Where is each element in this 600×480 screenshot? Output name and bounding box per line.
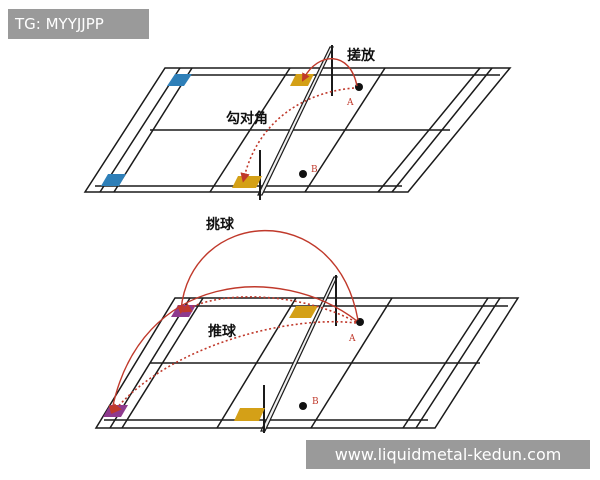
top-net bbox=[257, 45, 334, 200]
bottom-point-b-label: B bbox=[312, 397, 319, 407]
bottom-zone-yellow-front bbox=[234, 408, 265, 421]
bottom-trajectory-push-cross bbox=[111, 320, 357, 414]
bottom-trajectory-lift-high bbox=[177, 229, 359, 321]
top-zone-blue-back bbox=[167, 74, 192, 86]
top-label-net-shot: 搓放 bbox=[347, 47, 376, 64]
top-trajectory-net-shot bbox=[302, 58, 358, 87]
bottom-label-push: 推球 bbox=[208, 323, 237, 340]
bottom-zone-purple-front bbox=[103, 405, 128, 417]
top-trajectory-cross bbox=[240, 87, 355, 183]
top-zone-blue-front bbox=[101, 174, 126, 186]
bottom-zone-yellow-back bbox=[289, 306, 318, 318]
top-label-cross: 勾对角 bbox=[226, 110, 268, 127]
top-player-b bbox=[299, 170, 307, 178]
watermark-top: TG: MYYJJPP bbox=[8, 9, 149, 39]
watermark-bottom: www.liquidmetal-kedun.com bbox=[306, 440, 590, 469]
bottom-label-lift: 挑球 bbox=[206, 216, 235, 233]
bottom-point-a-label: A bbox=[348, 334, 356, 344]
top-zone-yellow-back bbox=[290, 74, 314, 86]
top-point-b-label: B bbox=[311, 165, 318, 175]
bottom-trajectory-lift-low bbox=[108, 286, 358, 415]
top-point-a-label: A bbox=[346, 98, 354, 108]
bottom-court bbox=[94, 297, 520, 429]
bottom-court-outline bbox=[94, 297, 520, 429]
top-court-outline bbox=[83, 67, 512, 193]
bottom-trajectory-push-back bbox=[181, 296, 357, 323]
bottom-player-b bbox=[299, 402, 307, 410]
top-court bbox=[83, 67, 512, 193]
